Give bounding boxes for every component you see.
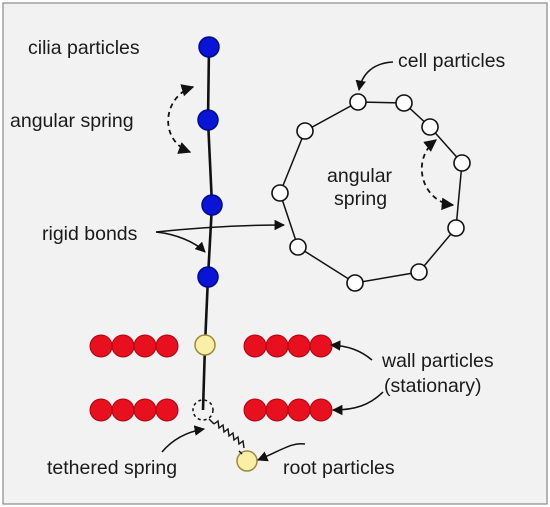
cell-particles	[271, 93, 471, 292]
wall-particles-arrow-upper	[329, 340, 373, 361]
label-angular-cell-line2: spring	[334, 188, 387, 210]
label-angular-spring-left: angular spring	[10, 110, 134, 132]
cell-particle	[271, 184, 289, 202]
label-cell-particles: cell particles	[398, 50, 506, 72]
wall-particle	[111, 398, 135, 422]
wall-particle	[133, 398, 157, 422]
tethered-spring-icon	[208, 418, 245, 455]
label-root-particles: root particles	[283, 457, 395, 479]
cell-particle	[349, 93, 367, 111]
wall-particle	[243, 334, 267, 358]
wall-particle	[243, 398, 267, 422]
root-particle	[236, 450, 258, 472]
wall-particle	[287, 334, 311, 358]
cell-particle	[346, 274, 364, 292]
tethered-anchor-dashed	[192, 399, 214, 421]
cell-particles-arrow	[355, 61, 394, 92]
cell-particle	[447, 219, 465, 237]
label-wall-stationary: (stationary)	[384, 375, 482, 397]
cell-particle	[395, 94, 413, 112]
wall-particle	[89, 398, 113, 422]
label-wall-particles: wall particles	[381, 350, 494, 372]
label-cilia-particles: cilia particles	[28, 37, 140, 59]
cell-particle	[453, 154, 471, 172]
cilia-particle	[198, 36, 220, 58]
wall-particle	[287, 398, 311, 422]
wall-particles-upper-right	[243, 334, 333, 358]
wall-particle	[155, 334, 179, 358]
cilia-particle	[197, 266, 219, 288]
wall-particle	[309, 398, 333, 422]
label-rigid-bonds: rigid bonds	[42, 223, 138, 245]
label-angular-cell-line1: angular	[327, 165, 393, 187]
cell-particle	[289, 238, 307, 256]
cilium-backbone	[201, 46, 214, 411]
wall-particle	[309, 334, 333, 358]
wall-particle	[111, 334, 135, 358]
base-root-particle	[194, 334, 216, 356]
cell-particle	[421, 118, 439, 136]
label-tethered-spring: tethered spring	[47, 457, 177, 479]
wall-particle	[265, 398, 289, 422]
wall-particle	[155, 398, 179, 422]
wall-particle	[89, 334, 113, 358]
cell-particle	[410, 263, 428, 281]
rigid-bonds-arrow-left	[155, 231, 206, 253]
wall-particles-arrow-lower	[331, 391, 384, 416]
wall-particle	[265, 334, 289, 358]
cilia-particles	[197, 36, 223, 288]
tethered-spring-arrow	[161, 425, 206, 453]
wall-particle	[133, 334, 157, 358]
wall-particles-lower-right	[243, 398, 333, 422]
rigid-bonds-arrow-right	[155, 219, 286, 233]
wall-particles-lower-left	[89, 398, 179, 422]
root-particles-arrow	[257, 442, 306, 462]
cilia-particle	[201, 194, 223, 216]
angular-spring-arrow-cell	[420, 139, 455, 211]
cell-particle	[296, 122, 314, 140]
cilia-particle	[197, 109, 219, 131]
angular-spring-arrow-left	[167, 84, 195, 154]
wall-particles-upper-left	[89, 334, 179, 358]
